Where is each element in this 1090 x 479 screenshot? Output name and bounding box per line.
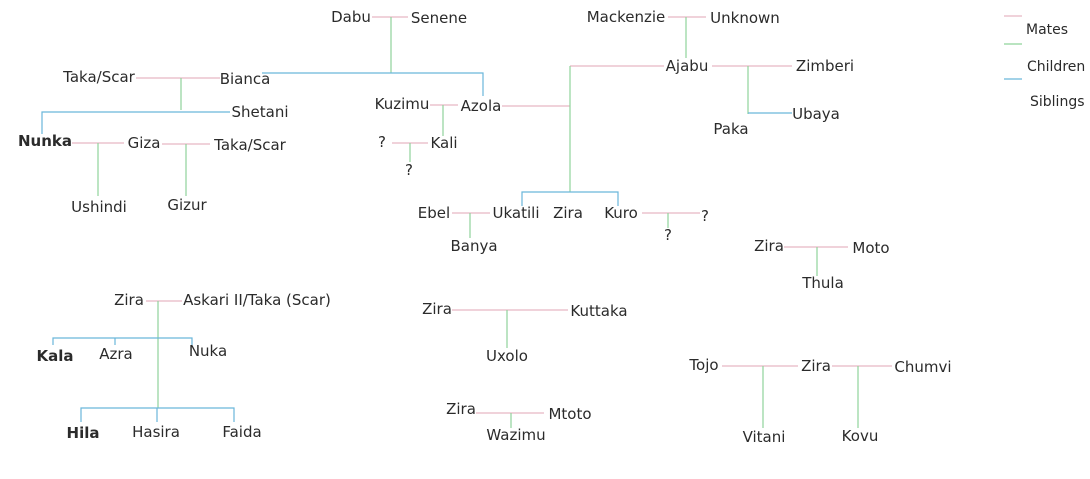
node-senene: Senene (410, 9, 468, 27)
node-unknown-q3: ? (701, 207, 709, 225)
node-zira-4: Zira (422, 300, 452, 318)
node-nunka: Nunka (17, 132, 73, 150)
node-kali: Kali (430, 134, 458, 152)
mate-lines (72, 15, 1022, 414)
node-unknown-q4: ? (664, 226, 672, 244)
node-zira-6: Zira (801, 357, 831, 375)
node-tojo: Tojo (689, 356, 719, 374)
legend-siblings-label: Siblings (1030, 94, 1085, 110)
node-mtoto: Mtoto (548, 405, 592, 423)
sibling-line (262, 72, 484, 96)
node-kuzimu: Kuzimu (374, 95, 430, 113)
node-banya: Banya (450, 237, 498, 255)
node-thula: Thula (802, 274, 844, 292)
node-ushindi: Ushindi (71, 198, 127, 216)
sibling-line (41, 111, 230, 134)
node-zira-3: Zira (114, 291, 144, 309)
node-unknown-q2: ? (405, 161, 413, 179)
node-vitani: Vitani (742, 428, 786, 446)
node-hasira: Hasira (132, 423, 180, 441)
node-faida: Faida (222, 423, 262, 441)
node-moto: Moto (852, 239, 890, 257)
node-unknown: Unknown (710, 9, 780, 27)
sibling-line (52, 337, 193, 345)
node-zira-5: Zira (446, 400, 476, 418)
node-zira-1: Zira (553, 204, 583, 222)
node-zimberi: Zimberi (795, 57, 855, 75)
node-gizur: Gizur (167, 196, 207, 214)
node-shetani: Shetani (231, 103, 289, 121)
node-taka-scar-1: Taka/Scar (63, 68, 135, 86)
node-kala: Kala (36, 347, 74, 365)
node-uxolo: Uxolo (486, 347, 528, 365)
node-nuka: Nuka (188, 342, 228, 360)
sibling-lines (41, 72, 1022, 422)
node-hila: Hila (66, 424, 100, 442)
node-unknown-q1: ? (378, 133, 386, 151)
node-kuro: Kuro (604, 204, 638, 222)
node-kuttaka: Kuttaka (570, 302, 628, 320)
node-paka: Paka (713, 120, 749, 138)
node-ubaya: Ubaya (792, 105, 840, 123)
node-kovu: Kovu (841, 427, 879, 445)
node-mackenzie: Mackenzie (586, 8, 666, 26)
node-ukatili: Ukatili (492, 204, 540, 222)
legend-mates-label: Mates (1026, 22, 1069, 38)
node-ebel: Ebel (417, 204, 451, 222)
node-dabu: Dabu (331, 8, 371, 26)
legend-children-label: Children (1027, 59, 1086, 75)
node-wazimu: Wazimu (486, 426, 546, 444)
node-chumvi: Chumvi (894, 358, 952, 376)
node-giza: Giza (127, 134, 161, 152)
node-zira-2: Zira (754, 237, 784, 255)
node-askari: Askari II/Taka (Scar) (183, 291, 331, 309)
node-azra: Azra (99, 345, 133, 363)
node-ajabu: Ajabu (665, 57, 709, 75)
node-azola: Azola (460, 97, 502, 115)
sibling-line (521, 191, 619, 206)
node-bianca: Bianca (219, 70, 271, 88)
node-taka-scar-2: Taka/Scar (214, 136, 286, 154)
child-lines (97, 17, 1022, 428)
